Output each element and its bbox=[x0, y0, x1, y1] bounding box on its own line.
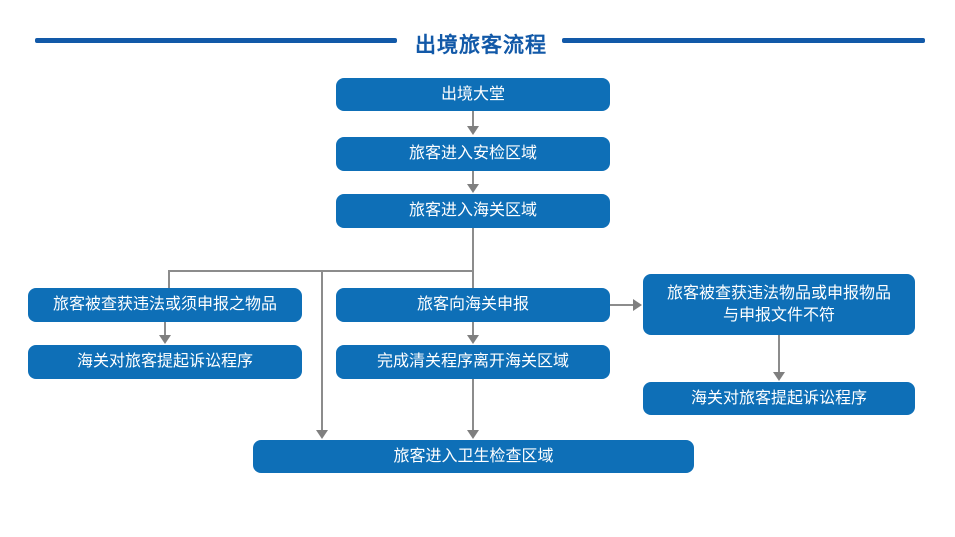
connector-line-hall-security bbox=[472, 111, 474, 127]
node-clearance-exit: 完成清关程序离开海关区域 bbox=[336, 345, 610, 379]
connector-line-customs-declare bbox=[472, 228, 474, 288]
connector-line-clearance-health bbox=[472, 379, 474, 431]
node-label: 海关对旅客提起诉讼程序 bbox=[76, 353, 253, 371]
node-label: 旅客被查获违法物品或申报物品与申报文件不符 bbox=[666, 284, 891, 324]
title-rule-right bbox=[562, 38, 925, 43]
arrowhead-down-icon bbox=[467, 335, 479, 344]
node-declare-to-customs: 旅客向海关申报 bbox=[336, 288, 610, 322]
node-seized-mismatch: 旅客被查获违法物品或申报物品与申报文件不符 bbox=[643, 274, 915, 335]
node-security-area: 旅客进入安检区域 bbox=[336, 137, 610, 171]
node-label: 海关对旅客提起诉讼程序 bbox=[690, 389, 867, 407]
connector-line-security-customs bbox=[472, 171, 474, 185]
node-prosecution-left: 海关对旅客提起诉讼程序 bbox=[28, 345, 302, 379]
arrowhead-down-icon bbox=[467, 430, 479, 439]
connector-line-junction-health bbox=[321, 270, 323, 431]
node-prosecution-right: 海关对旅客提起诉讼程序 bbox=[643, 382, 915, 415]
node-seized-undeclared: 旅客被查获违法或须申报之物品 bbox=[28, 288, 302, 322]
title-rule-left bbox=[35, 38, 397, 43]
node-label: 旅客进入卫生检查区域 bbox=[393, 447, 554, 465]
connector-line-seized-prosecution-right bbox=[778, 335, 780, 373]
node-label: 旅客被查获违法或须申报之物品 bbox=[52, 296, 277, 314]
arrowhead-down-icon bbox=[467, 126, 479, 135]
arrowhead-down-icon bbox=[773, 372, 785, 381]
connector-line-junction-seized-left bbox=[168, 270, 170, 288]
arrowhead-down-icon bbox=[159, 335, 171, 344]
node-health-inspection-area: 旅客进入卫生检查区域 bbox=[253, 440, 694, 473]
node-departure-hall: 出境大堂 bbox=[336, 78, 610, 111]
node-label: 完成清关程序离开海关区域 bbox=[376, 353, 569, 371]
node-label: 旅客进入海关区域 bbox=[408, 202, 537, 220]
node-label: 旅客向海关申报 bbox=[416, 296, 529, 314]
connector-line-declare-clearance bbox=[472, 322, 474, 336]
arrowhead-right-icon bbox=[633, 299, 642, 311]
page-title: 出境旅客流程 bbox=[415, 34, 547, 57]
node-label: 旅客进入安检区域 bbox=[408, 145, 537, 163]
node-customs-area: 旅客进入海关区域 bbox=[336, 194, 610, 228]
arrowhead-down-icon bbox=[467, 184, 479, 193]
arrowhead-down-icon bbox=[316, 430, 328, 439]
connector-line-seized-prosecution-left bbox=[164, 322, 166, 336]
node-label: 出境大堂 bbox=[440, 85, 505, 103]
connector-line-declare-seized-right bbox=[610, 304, 634, 306]
